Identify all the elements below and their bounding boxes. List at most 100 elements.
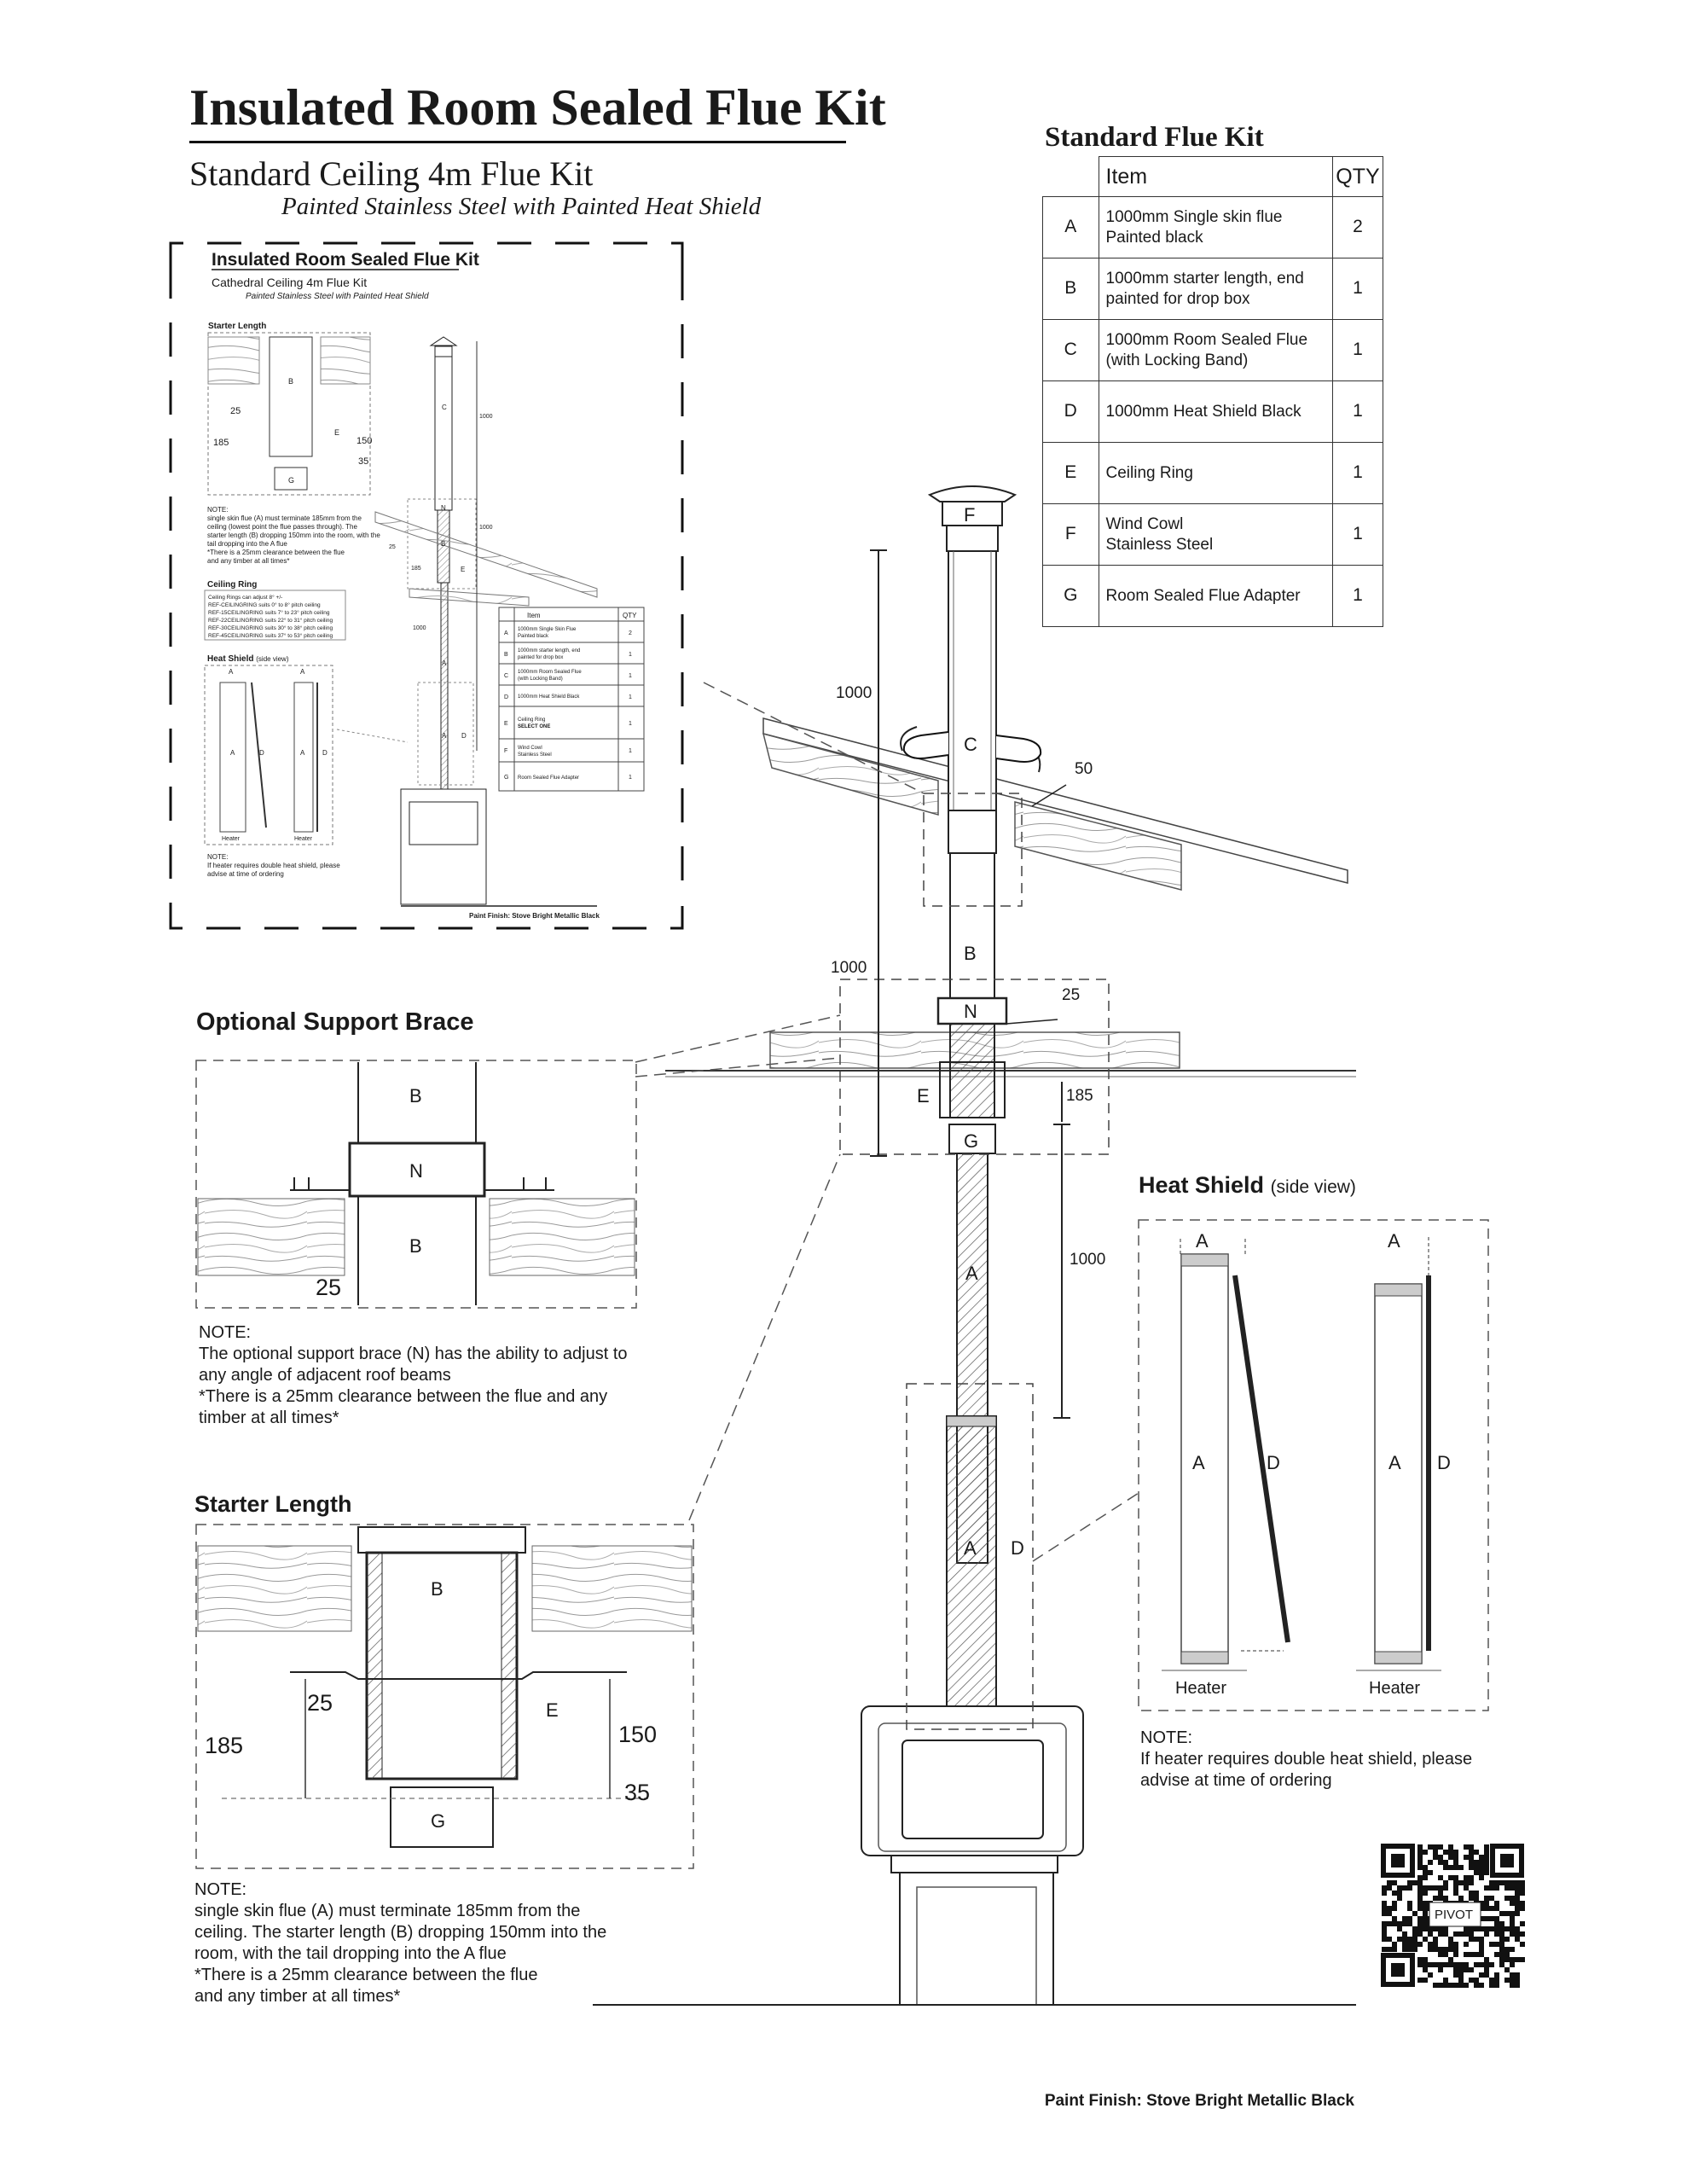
heater-window	[901, 1740, 1044, 1839]
inset-table-frame	[498, 607, 645, 792]
starter-length-detail: Starter Length B E G 25 185 150 35	[194, 1491, 694, 1869]
inset-table-item: (with Locking Band)	[518, 677, 563, 682]
qr-module	[1438, 1931, 1443, 1937]
qr-module	[1417, 1860, 1423, 1865]
qr-module	[1458, 1865, 1464, 1870]
shield-flue-top	[1180, 1253, 1229, 1267]
inset-flue-part: C	[442, 404, 447, 411]
kit-qty: 1	[1332, 565, 1383, 627]
inset-title: Insulated Room Sealed Flue Kit	[212, 250, 479, 270]
qr-module	[1453, 1865, 1458, 1870]
adapter-g	[948, 1124, 996, 1154]
qr-module	[1520, 1921, 1525, 1926]
dim-mid-1000: 1000	[831, 959, 867, 977]
qr-module	[1464, 1962, 1469, 1967]
inset-table-item: painted for drop box	[518, 655, 563, 660]
qr-module	[1423, 1850, 1428, 1855]
heat-shield-heading-text: Heat Shield	[1139, 1172, 1265, 1198]
qr-module	[1479, 1926, 1484, 1931]
qr-module	[1499, 1911, 1504, 1916]
starter-insulation	[366, 1552, 383, 1780]
qr-module	[1417, 1978, 1423, 1983]
qr-module	[1453, 1875, 1458, 1880]
dim-leader	[1006, 1019, 1058, 1025]
qr-module	[1489, 1885, 1494, 1891]
qr-module	[1494, 1906, 1499, 1911]
starter-dim: 150	[618, 1722, 657, 1747]
support-brace-detail: Optional Support Brace B N B 25	[195, 1008, 637, 1309]
qr-finder-dot	[1391, 1963, 1405, 1977]
qr-module	[1453, 1947, 1458, 1952]
inset-starter-timber	[207, 336, 260, 385]
starter-adapter-g	[390, 1786, 494, 1848]
starter-note: NOTE: single skin flue (A) must terminat…	[194, 1879, 606, 2007]
kit-code: D	[1042, 380, 1099, 443]
qr-module	[1443, 1926, 1448, 1931]
qr-module	[1484, 1870, 1489, 1875]
qr-module	[1387, 1880, 1392, 1885]
inset-table-qty: 1	[629, 748, 632, 754]
qr-module	[1438, 1926, 1443, 1931]
qr-module	[1448, 1844, 1453, 1850]
heat-shield-heading: Heat Shield (side view)	[1139, 1172, 1356, 1199]
kit-qty: 2	[1332, 196, 1383, 258]
dim-lower-1000: 1000	[1070, 1251, 1105, 1269]
label-n: N	[964, 1001, 977, 1022]
qr-module	[1464, 1844, 1469, 1850]
table-row: D 1000mm Heat Shield Black 1	[1042, 380, 1383, 443]
qr-module	[1484, 1855, 1489, 1860]
brace-label: B	[409, 1235, 422, 1257]
inset-frame	[169, 241, 684, 930]
starter-timber-left	[197, 1545, 352, 1632]
kit-item-line: 1000mm Heat Shield Black	[1105, 402, 1301, 421]
shield-heater-label: Heater	[1369, 1679, 1420, 1698]
starter-dim: 185	[205, 1733, 243, 1758]
qr-module	[1387, 1947, 1392, 1952]
inset-table-item: Painted black	[518, 634, 549, 639]
qr-module	[1417, 1942, 1423, 1947]
qr-module	[1453, 1972, 1458, 1978]
qr-module	[1423, 1921, 1428, 1926]
kit-item-line: Painted black	[1105, 228, 1203, 247]
heat-shield-note: NOTE: If heater requires double heat shi…	[1140, 1728, 1472, 1792]
qr-module	[1417, 1921, 1423, 1926]
qr-module	[1489, 1962, 1494, 1967]
qr-module	[1412, 1931, 1417, 1937]
note-line: any angle of adjacent roof beams	[199, 1366, 451, 1385]
table-row: C 1000mm Room Sealed Flue(with Locking B…	[1042, 319, 1383, 381]
inset-shield-label: A	[300, 749, 305, 757]
qr-module	[1489, 1978, 1494, 1983]
qr-finder	[1381, 1844, 1415, 1878]
qr-module	[1479, 1906, 1484, 1911]
qr-module	[1484, 1896, 1489, 1901]
note-line: *There is a 25mm clearance between the f…	[199, 1387, 608, 1406]
qr-module	[1489, 1906, 1494, 1911]
qr-module	[1484, 1916, 1489, 1921]
qr-module	[1484, 1957, 1489, 1962]
shield-detail-box	[906, 1383, 1034, 1730]
inset-ring-line: REF-15CEILINGRING suits 7° to 23° pitch …	[208, 609, 330, 616]
qr-module	[1458, 1880, 1464, 1885]
qr-module	[1464, 1880, 1469, 1885]
qr-module	[1494, 1901, 1499, 1906]
dim-drop-185: 185	[1066, 1087, 1093, 1105]
note-line: ceiling. The starter length (B) dropping…	[194, 1923, 607, 1942]
inset-note-line: ceiling (lowest point the flue passes th…	[207, 523, 358, 531]
qr-module	[1453, 1952, 1458, 1957]
qr-module	[1494, 1921, 1499, 1926]
qr-module	[1453, 1880, 1458, 1885]
qr-finder	[1490, 1844, 1524, 1878]
inset-table-code: A	[504, 630, 508, 636]
qr-module	[1433, 1850, 1438, 1855]
qr-module	[1423, 1891, 1428, 1896]
inset-starter-dim: 185	[213, 438, 229, 448]
kit-item-line: Wind Cowl	[1105, 514, 1184, 533]
label-d: D	[1011, 1537, 1024, 1559]
hand-icon	[902, 731, 949, 759]
qr-module	[1417, 1962, 1423, 1967]
support-brace-heading: Optional Support Brace	[196, 1008, 473, 1036]
qr-module	[1469, 1880, 1474, 1885]
inset-ring-line: REF-30CEILINGRING suits 30° to 38° pitch…	[208, 624, 333, 631]
qr-module	[1392, 1906, 1397, 1911]
